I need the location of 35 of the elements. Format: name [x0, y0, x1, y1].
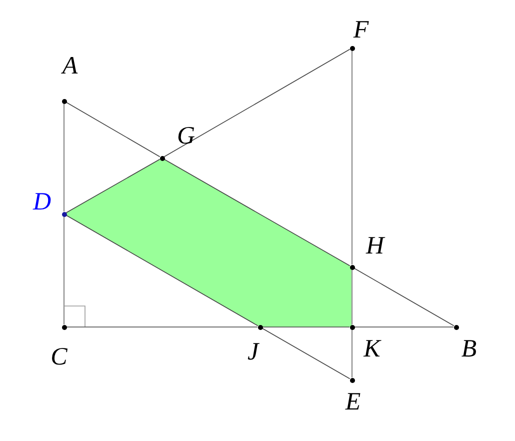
line-segment — [164, 48, 350, 158]
point-dot — [350, 378, 354, 382]
line-segment — [354, 268, 454, 326]
point-dot — [350, 324, 354, 330]
line-segment — [66, 326, 258, 328]
line-segment — [351, 50, 353, 264]
point-dot — [62, 212, 66, 216]
point-dot — [454, 324, 458, 330]
line-segment — [63, 104, 65, 212]
point-label: H — [366, 234, 384, 258]
point-label: C — [50, 344, 68, 370]
point-label: J — [247, 340, 259, 364]
point-label: D — [32, 190, 52, 214]
point-label: A — [62, 54, 78, 78]
point-label: F — [353, 18, 369, 42]
line-segment — [354, 326, 454, 328]
point-label: G — [176, 124, 196, 148]
point-label: E — [345, 390, 361, 414]
point-dot — [258, 324, 262, 330]
point-label: B — [461, 336, 477, 362]
point-dot — [160, 156, 164, 160]
point-label: K — [364, 336, 380, 362]
line-segment — [63, 216, 65, 324]
line-segment — [66, 214, 258, 326]
line-segment — [262, 326, 350, 328]
line-segment — [351, 330, 353, 378]
point-dot — [350, 264, 354, 270]
point-dot — [62, 98, 66, 104]
line-segment — [66, 158, 160, 214]
line-segment — [164, 158, 350, 266]
line-segment — [66, 102, 160, 158]
point-dot — [62, 324, 66, 330]
point-dot — [350, 46, 354, 50]
line-segment — [262, 328, 350, 380]
line-segment — [351, 270, 353, 324]
